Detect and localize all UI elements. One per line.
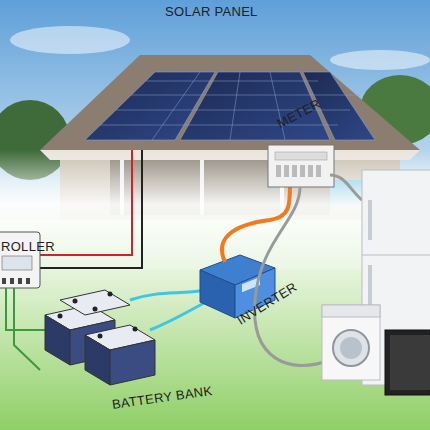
controller-label: ROLLER [1, 240, 55, 253]
panel-label: SOLAR PANEL [165, 5, 258, 18]
